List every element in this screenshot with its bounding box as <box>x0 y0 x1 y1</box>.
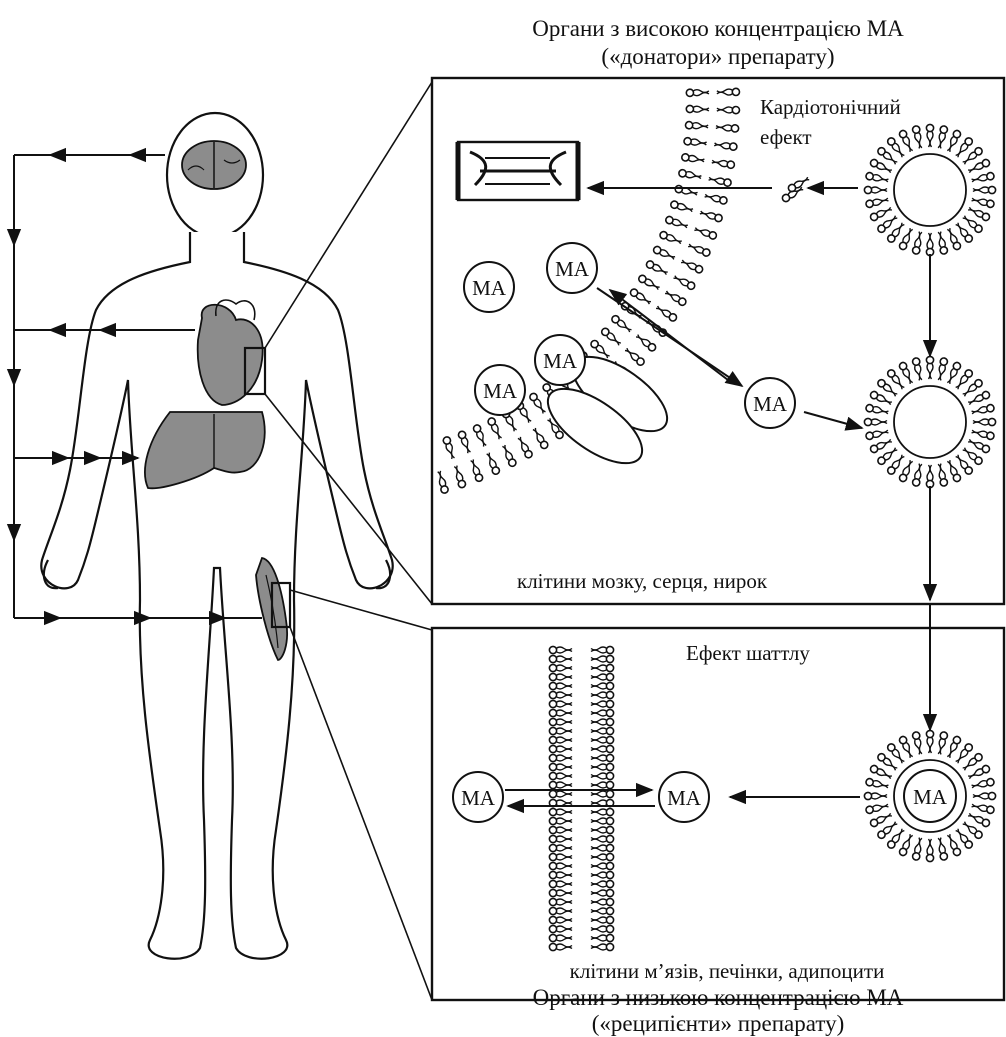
svg-text:МА: МА <box>753 392 788 416</box>
ma-molecule: МА <box>745 378 795 428</box>
ma-molecule: МА <box>535 335 585 385</box>
human-body-figure <box>41 113 392 959</box>
svg-text:МА: МА <box>483 379 518 403</box>
svg-text:МА: МА <box>555 257 590 281</box>
ma-molecule: МА <box>475 365 525 415</box>
ma-molecule: МА <box>659 772 709 822</box>
svg-text:МА: МА <box>913 785 948 809</box>
svg-text:МА: МА <box>667 786 702 810</box>
upper-cells-label: клітини мозку, серця, нирок <box>517 569 768 593</box>
ma-molecule-in-micelle: МА <box>904 770 956 822</box>
lower-cells-label: клітини м’язів, печінки, адипоцити <box>570 959 885 983</box>
cardiotonic-effect-line1: Кардіотонічний <box>760 95 901 119</box>
svg-text:МА: МА <box>461 786 496 810</box>
svg-text:МА: МА <box>543 349 578 373</box>
bottom-caption-line2: («реципієнти» препарату) <box>592 1011 845 1036</box>
top-caption-line1: Органи з високою концентрацією МА <box>532 16 904 41</box>
ma-molecule: МА <box>464 262 514 312</box>
brain-organ <box>182 141 246 189</box>
svg-text:МА: МА <box>472 276 507 300</box>
lower-membrane-bilayer <box>549 646 613 950</box>
ma-molecule: МА <box>453 772 503 822</box>
cardiotonic-effect-line2: ефект <box>760 125 812 149</box>
micelle-middle <box>864 356 995 487</box>
shuttle-effect-label: Ефект шаттлу <box>686 641 810 665</box>
lipid-fragment-icon <box>781 175 810 203</box>
bottom-caption-line1: Органи з низькою концентрацією МА <box>533 985 904 1010</box>
micelle-top <box>864 124 995 255</box>
ma-molecule: МА <box>547 243 597 293</box>
sarcomere-icon <box>458 142 578 200</box>
top-caption-line2: («донатори» препарату) <box>601 44 834 69</box>
